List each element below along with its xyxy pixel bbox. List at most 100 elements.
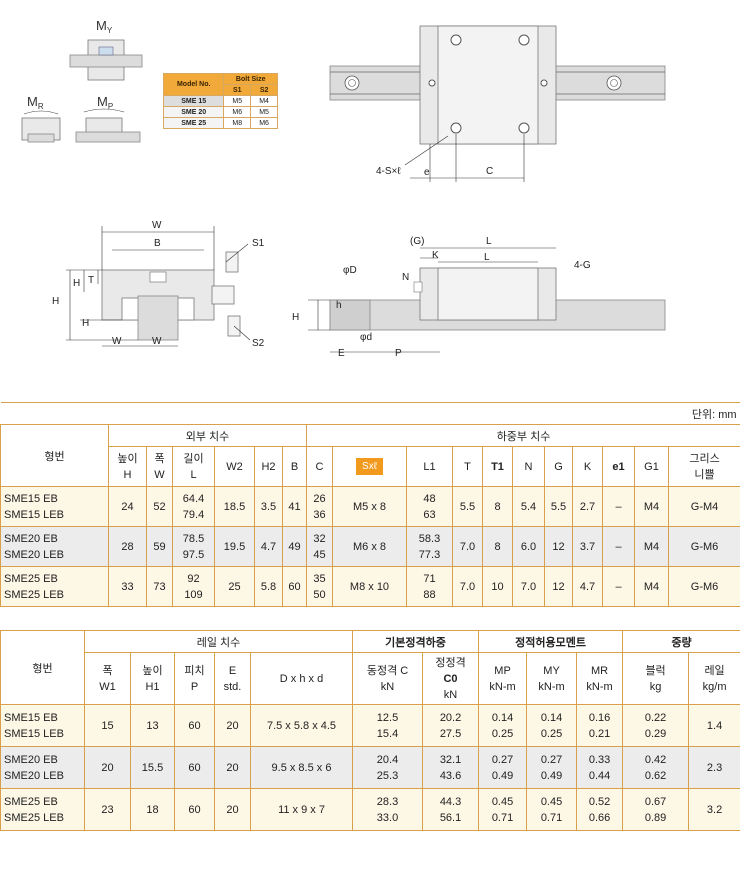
cell-block: 0.22 bbox=[644, 711, 667, 724]
cell-c: 35 bbox=[313, 572, 326, 585]
cell-l: 64.4 bbox=[182, 492, 205, 505]
cell-h: 33 bbox=[108, 566, 147, 607]
bolt-s1: M6 bbox=[223, 106, 252, 118]
cell-g: 5.5 bbox=[544, 486, 573, 527]
cell-c: 28.3 bbox=[376, 795, 399, 808]
cell-n: 5.4 bbox=[512, 486, 545, 527]
cell-l: 79.4 bbox=[182, 508, 205, 521]
cell-my: 0.71 bbox=[540, 811, 563, 824]
hdr-height: 높이 bbox=[117, 452, 138, 465]
group-static-moment: 정적허용모멘트 bbox=[478, 630, 624, 653]
cell-grease: G-M6 bbox=[667, 566, 740, 607]
label-h-small: h bbox=[336, 300, 342, 311]
label-s1: S1 bbox=[252, 238, 265, 249]
label-g-paren: (G) bbox=[410, 236, 424, 247]
hdr-mr: MR bbox=[590, 664, 609, 677]
cell-dhd: 11 x 9 x 7 bbox=[249, 788, 354, 831]
cell-e1: – bbox=[602, 526, 635, 567]
cell-grease: G-M4 bbox=[667, 486, 740, 527]
label-my: MY bbox=[96, 18, 113, 35]
hdr-p-sym: P bbox=[190, 680, 199, 693]
hdr-h1: 높이 bbox=[142, 664, 163, 677]
cell-my: 0.49 bbox=[540, 769, 563, 782]
cell-t: 7.0 bbox=[452, 526, 483, 567]
sxl-badge: Sxℓ bbox=[356, 458, 383, 475]
label-h: H bbox=[52, 296, 59, 307]
hdr-sxl: Sxℓ bbox=[332, 446, 407, 487]
cell-l: 78.5 bbox=[182, 532, 205, 545]
hdr-grease: 그리스 bbox=[689, 452, 720, 465]
model-name: SME25 EB bbox=[4, 572, 58, 585]
hdr-block-unit: kg bbox=[649, 680, 662, 693]
hdr-mr-unit: kN-m bbox=[586, 680, 613, 693]
cell-my: 0.25 bbox=[540, 727, 563, 740]
cell-l1: 58.3 bbox=[418, 532, 441, 545]
cell-e: 20 bbox=[214, 704, 251, 747]
cell-k: 3.7 bbox=[572, 526, 603, 567]
cell-b: 60 bbox=[282, 566, 307, 607]
hdr-grease2: 니쁠 bbox=[694, 468, 715, 481]
hdr-width-sym: W bbox=[154, 468, 165, 481]
model-name: SME20 EB bbox=[4, 753, 58, 766]
cell-k: 4.7 bbox=[572, 566, 603, 607]
hdr-p: 피치 bbox=[184, 664, 205, 677]
label-mr: MR bbox=[27, 94, 44, 111]
label-e: e bbox=[424, 167, 430, 178]
cell-rail: 3.2 bbox=[688, 788, 740, 831]
hdr-h2: H2 bbox=[254, 446, 283, 487]
cell-g1: M4 bbox=[634, 526, 669, 567]
hdr-k: K bbox=[572, 446, 603, 487]
label-w1: W bbox=[152, 336, 162, 347]
cell-l: 97.5 bbox=[182, 548, 205, 561]
cell-w1: 20 bbox=[84, 746, 131, 789]
label-mp: MP bbox=[97, 94, 113, 111]
col-model: 형번 bbox=[0, 424, 109, 487]
cell-c0: 20.2 bbox=[439, 711, 462, 724]
model-name: SME25 EB bbox=[4, 795, 58, 808]
model-name: SME15 LEB bbox=[4, 508, 64, 521]
hdr-block: 블럭 bbox=[645, 664, 666, 677]
cell-k: 2.7 bbox=[572, 486, 603, 527]
label-w: W bbox=[152, 220, 162, 231]
label-phi-d-small: φd bbox=[360, 332, 372, 343]
cell-my: 0.27 bbox=[540, 753, 563, 766]
model-name: SME15 EB bbox=[4, 492, 58, 505]
cell-e1: – bbox=[602, 566, 635, 607]
cell-w: 59 bbox=[146, 526, 173, 567]
label-p: P bbox=[395, 348, 402, 359]
top-view-drawing: 4-S×ℓ e C bbox=[329, 25, 666, 182]
bolt-header-model: Model No. bbox=[162, 73, 225, 96]
cell-g1: M4 bbox=[634, 486, 669, 527]
cell-c: 36 bbox=[313, 508, 326, 521]
cell-mp: 0.49 bbox=[491, 769, 514, 782]
hdr-e-sym: std. bbox=[223, 680, 242, 693]
cell-block: 0.62 bbox=[644, 769, 667, 782]
hdr-c0: 정정격 bbox=[435, 656, 466, 669]
hdr-w1-sym: W1 bbox=[99, 680, 116, 693]
cell-n: 6.0 bbox=[512, 526, 545, 567]
label-h1-side: H bbox=[292, 312, 299, 323]
cell-w2: 25 bbox=[214, 566, 255, 607]
hdr-b: B bbox=[282, 446, 307, 487]
cell-w2: 19.5 bbox=[214, 526, 255, 567]
cell-mp: 0.45 bbox=[491, 795, 514, 808]
cell-c: 12.5 bbox=[376, 711, 399, 724]
cell-l1: 71 bbox=[423, 572, 436, 585]
cell-p: 60 bbox=[174, 788, 215, 831]
cell-c: 20.4 bbox=[376, 753, 399, 766]
cell-w1: 15 bbox=[84, 704, 131, 747]
cell-mp: 0.14 bbox=[491, 711, 514, 724]
cell-mr: 0.21 bbox=[588, 727, 611, 740]
cell-p: 60 bbox=[174, 746, 215, 789]
cell-l: 92 bbox=[187, 572, 200, 585]
model-name: SME20 LEB bbox=[4, 769, 64, 782]
label-b: B bbox=[154, 238, 161, 249]
cell-c: 45 bbox=[313, 548, 326, 561]
hdr-rail: 레일 bbox=[704, 664, 725, 677]
hdr-c0-unit: kN bbox=[443, 688, 458, 701]
moment-mr-icon: MR bbox=[21, 94, 61, 143]
